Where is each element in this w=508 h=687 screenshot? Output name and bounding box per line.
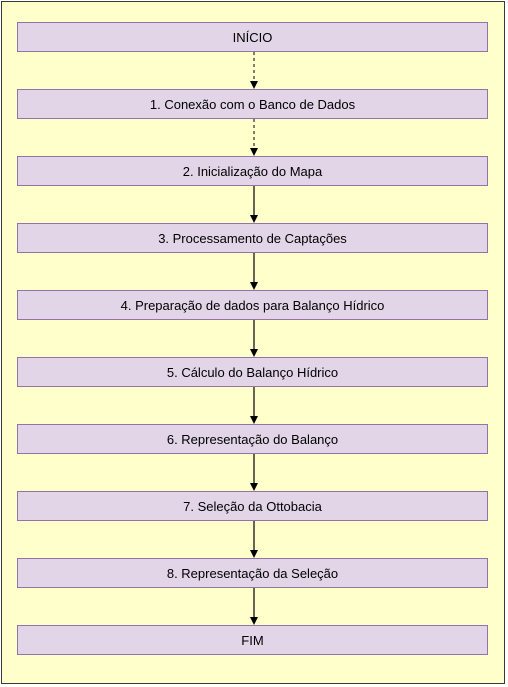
step-7-ottobasin-selection: 7. Seleção da Ottobacia [17, 491, 488, 521]
arrow-7-to-8 [250, 521, 258, 558]
step-start: INÍCIO [17, 22, 488, 52]
arrow-3-to-4 [250, 253, 258, 290]
arrow-down-icon [250, 119, 258, 156]
step-5-water-balance-calculation: 5. Cálculo do Balanço Hídrico [17, 357, 488, 387]
arrow-down-icon [250, 52, 258, 89]
step-4-water-balance-data-prep: 4. Preparação de dados para Balanço Hídr… [17, 290, 488, 320]
step-6-balance-representation: 6. Representação do Balanço [17, 424, 488, 454]
step-1-database-connection: 1. Conexão com o Banco de Dados [17, 89, 488, 119]
step-end: FIM [17, 625, 488, 655]
arrow-down-icon [250, 253, 258, 290]
arrow-4-to-5 [250, 320, 258, 357]
arrow-2-to-3 [250, 186, 258, 223]
arrow-down-icon [250, 588, 258, 625]
arrow-down-icon [250, 387, 258, 424]
step-3-captation-processing: 3. Processamento de Captações [17, 223, 488, 253]
step-8-selection-representation: 8. Representação da Seleção [17, 558, 488, 588]
arrow-down-icon [250, 186, 258, 223]
arrow-8-to-end [250, 588, 258, 625]
arrow-6-to-7 [250, 454, 258, 491]
arrow-down-icon [250, 521, 258, 558]
arrow-1-to-2 [250, 119, 258, 156]
step-2-map-initialization: 2. Inicialização do Mapa [17, 156, 488, 186]
arrow-down-icon [250, 320, 258, 357]
arrow-down-icon [250, 454, 258, 491]
arrow-5-to-6 [250, 387, 258, 424]
arrow-start-to-1 [250, 52, 258, 89]
